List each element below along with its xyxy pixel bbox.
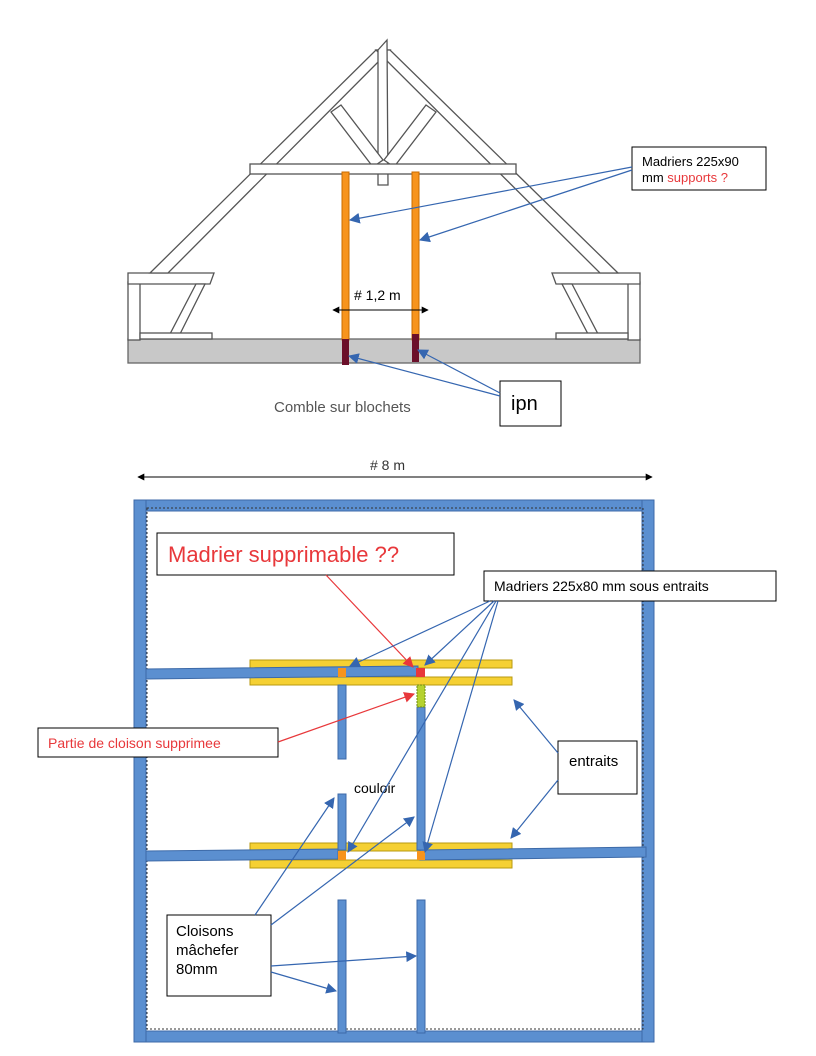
beam-bottom-1 (249, 842, 513, 852)
arrow-entraits-bottom (510, 779, 559, 839)
arrow-cloisons-3 (270, 951, 418, 967)
brace-left (168, 283, 207, 335)
wall-right (641, 499, 655, 1043)
strut-left (330, 104, 384, 168)
wall-bottom (133, 1030, 655, 1043)
partition-left-upper (337, 684, 347, 760)
blochet-left (127, 272, 215, 285)
arrow-madriers-3 (347, 600, 497, 853)
rafter-left (148, 49, 392, 274)
arrow-cloisons-1 (254, 797, 335, 916)
arrow-supprimable (325, 574, 414, 668)
ipn-left (342, 339, 349, 365)
interior-walls (145, 665, 647, 1034)
truss-caption: Comble sur blochets (274, 399, 411, 416)
partition-left-middle (337, 793, 347, 851)
callout-supports-line2-red: supports ? (667, 170, 728, 185)
callout-madriers-box (483, 570, 777, 602)
width-label: # 8 m (370, 457, 405, 473)
arrow-supports-left (348, 166, 633, 224)
spacing-label: # 1,2 m (354, 287, 401, 303)
partition-right-lower (416, 899, 426, 1034)
outer-walls (133, 499, 655, 1043)
truss-elevation (127, 38, 641, 364)
inner-outline (146, 507, 644, 1030)
post-marker-top-left (338, 668, 346, 677)
support-post-right (411, 171, 420, 341)
blochet-right (551, 272, 641, 285)
arrow-cloisons-4 (270, 971, 338, 994)
cloison-cut-segment (416, 684, 426, 708)
callout-supprimable-box (156, 532, 455, 576)
callout-cloisons-line1: Cloisons (176, 923, 234, 940)
arrow-madriers-1 (349, 600, 491, 667)
callout-entraits-box (557, 740, 638, 795)
brace-right (560, 283, 600, 335)
knee-wall-right (627, 281, 641, 341)
support-post-left (341, 171, 350, 341)
callout-cloison-box (37, 727, 279, 758)
sole-plate-left (139, 332, 213, 340)
callout-ipn-box (499, 380, 562, 427)
beam-top-2 (249, 676, 513, 686)
callout-supports-line2-dark: mm (642, 170, 667, 185)
king-post (377, 38, 389, 186)
collar-tie (249, 163, 517, 175)
arrow-cloison (277, 692, 416, 743)
post-marker-bottom-right (417, 851, 425, 860)
arrow-madriers-4 (422, 600, 499, 854)
callout-entraits-label: entraits (569, 753, 618, 770)
arrow-supports-right (418, 169, 633, 243)
callout-cloisons-box (166, 914, 272, 997)
cross-wall-bottom-left (145, 848, 339, 862)
post-marker-bottom-left (338, 851, 346, 860)
ipn-right (412, 334, 419, 362)
arrow-ipn-left (347, 353, 501, 397)
callout-supports-line1: Madriers 225x90 (642, 154, 739, 169)
callout-supprimable-label: Madrier supprimable ?? (168, 542, 399, 567)
callout-ipn-label: ipn (511, 393, 538, 415)
beam-bottom-2 (249, 859, 513, 869)
beam-pair-bottom (249, 842, 513, 869)
knee-wall-left (127, 281, 141, 341)
corridor-label: couloir (354, 780, 396, 796)
arrow-cloisons-2 (270, 816, 415, 926)
floor-beam (127, 338, 641, 364)
callout-cloisons-line2: mâchefer (176, 942, 239, 959)
sole-plate-right (555, 332, 629, 340)
removable-beam-marker (416, 668, 425, 677)
callout-madriers-label: Madriers 225x80 mm sous entraits (494, 578, 709, 594)
callout-supports-line2: mm supports ? (642, 170, 728, 185)
wall-top (133, 499, 655, 512)
strut-right (383, 104, 437, 168)
callout-cloison-label: Partie de cloison supprimee (48, 735, 221, 751)
arrow-entraits-top (513, 699, 559, 754)
arrow-ipn-right (417, 349, 501, 394)
arrow-madriers-2 (424, 600, 495, 666)
callout-cloisons-line3: 80mm (176, 961, 218, 978)
partition-left-lower (337, 899, 347, 1034)
wall-left (133, 499, 147, 1043)
callout-supports-box (631, 146, 767, 191)
